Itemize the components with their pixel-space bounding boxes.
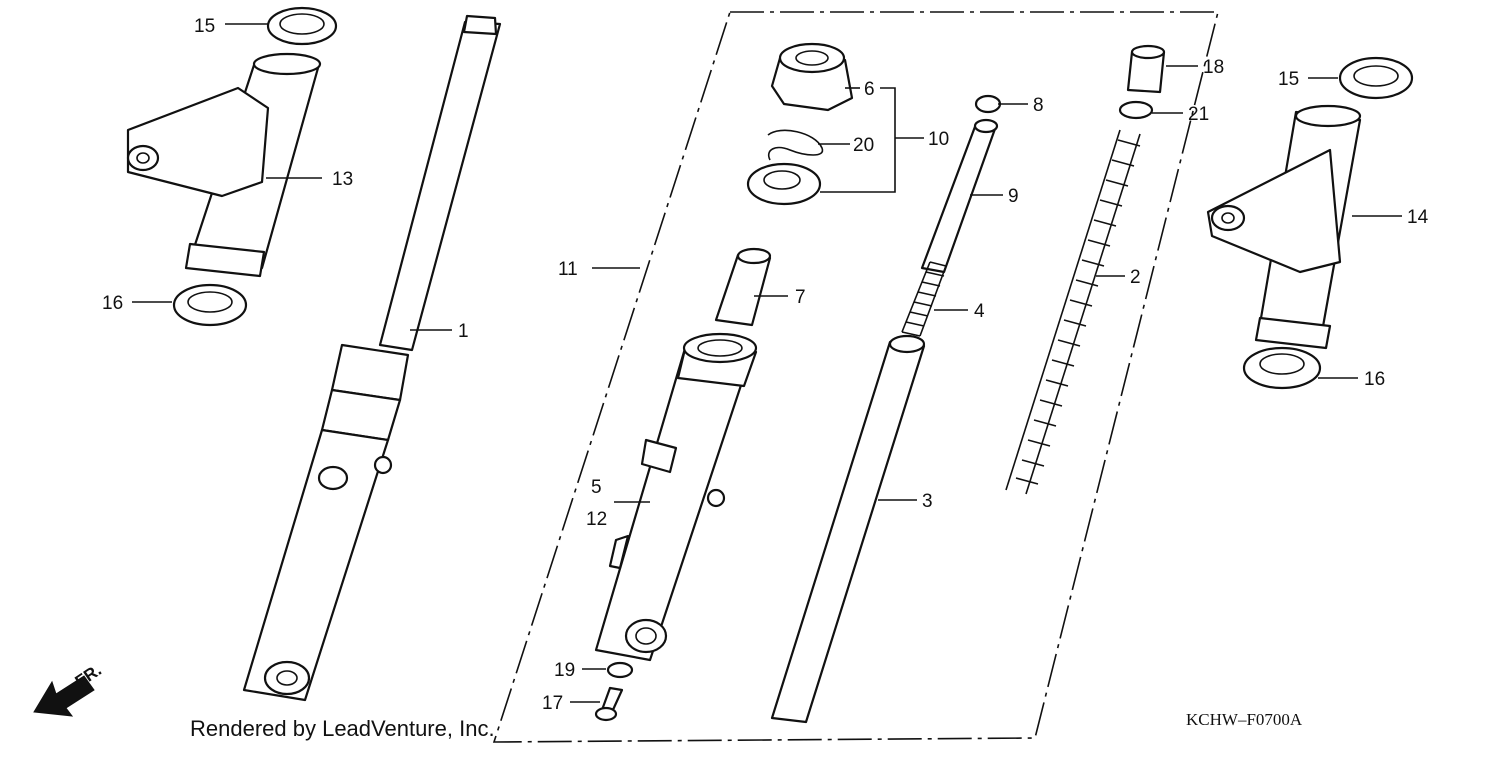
dust-seal-part bbox=[770, 42, 854, 112]
o-ring-part bbox=[1118, 100, 1154, 120]
rendered-by-credit: Rendered by LeadVenture, Inc. bbox=[190, 716, 495, 741]
callout-16-left: 16 bbox=[102, 293, 123, 314]
callout-5: 5 bbox=[591, 477, 602, 498]
cap-left-lower-part bbox=[172, 283, 248, 327]
clip-part bbox=[767, 129, 824, 161]
bushing-part bbox=[714, 247, 772, 327]
bolt-part bbox=[594, 686, 624, 722]
assembly-boundary bbox=[492, 11, 1220, 743]
rebound-spring-part bbox=[901, 261, 947, 337]
front-direction-arrow-icon: FR. bbox=[33, 660, 105, 717]
callout-3: 3 bbox=[922, 491, 933, 512]
callout-4: 4 bbox=[974, 301, 985, 322]
callout-15-right: 15 bbox=[1278, 69, 1299, 90]
cap-right-lower-part bbox=[1242, 346, 1322, 390]
callout-9: 9 bbox=[1008, 186, 1019, 207]
oil-seal-part bbox=[746, 162, 822, 206]
callout-11: 11 bbox=[558, 259, 578, 280]
callout-14: 14 bbox=[1407, 207, 1429, 228]
callout-18: 18 bbox=[1203, 57, 1224, 78]
fork-bolt-part bbox=[1126, 44, 1166, 94]
callout-6: 6 bbox=[864, 79, 875, 100]
cap-right-part bbox=[1338, 56, 1414, 100]
callout-20: 20 bbox=[853, 135, 874, 156]
diagram-code: KCHW–F0700A bbox=[1186, 710, 1303, 729]
callout-17: 17 bbox=[542, 693, 563, 714]
callout-2: 2 bbox=[1130, 267, 1141, 288]
slider-part bbox=[594, 332, 758, 662]
circlip-part bbox=[974, 94, 1002, 114]
leader-lines bbox=[132, 23, 1402, 703]
bracket-left-part bbox=[126, 52, 322, 278]
callout-12: 12 bbox=[586, 509, 607, 530]
callout-8: 8 bbox=[1033, 95, 1044, 116]
callout-19: 19 bbox=[554, 660, 575, 681]
callout-7: 7 bbox=[795, 287, 806, 308]
cap-left-part bbox=[266, 6, 338, 46]
bracket-right-part bbox=[1206, 104, 1362, 350]
callout-numbers: 15 13 16 1 6 20 10 8 9 11 7 4 3 2 5 12 1… bbox=[102, 16, 1429, 714]
washer-part bbox=[606, 661, 634, 679]
callout-13: 13 bbox=[332, 169, 353, 190]
fork-pipe-part bbox=[770, 334, 926, 724]
fork-spring-part bbox=[1005, 129, 1141, 495]
callout-16-right: 16 bbox=[1364, 369, 1385, 390]
callout-21: 21 bbox=[1188, 104, 1209, 125]
fork-leg-part bbox=[242, 14, 502, 702]
callout-1: 1 bbox=[458, 321, 469, 342]
callout-15-left: 15 bbox=[194, 16, 215, 37]
callout-10: 10 bbox=[928, 129, 949, 150]
